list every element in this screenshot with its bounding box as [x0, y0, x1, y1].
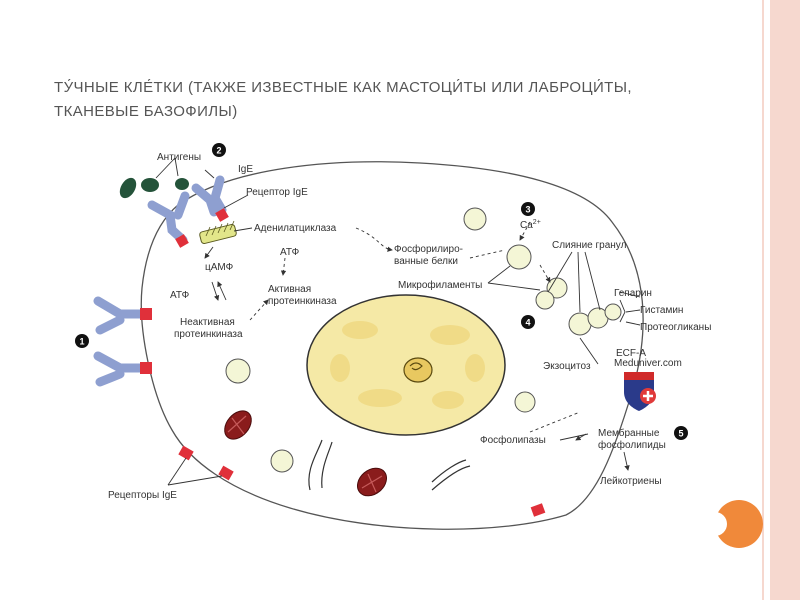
- step-5: 5: [678, 429, 683, 439]
- step-1: 1: [79, 337, 84, 347]
- label-ige-receptors: Рецепторы IgE: [108, 490, 177, 501]
- leader-lines: [155, 157, 641, 486]
- title-line-2: ТКАНЕВЫЕ БАЗОФИЛЫ): [54, 103, 238, 120]
- granules: [225, 207, 622, 473]
- label-proteoglycans: Протеогликаны: [640, 322, 711, 333]
- golgi: [308, 439, 471, 491]
- label-inactive-kinase-2: протеинкиназа: [174, 329, 243, 340]
- label-camp: цАМФ: [205, 262, 234, 273]
- label-active-kinase-1: Активная: [268, 284, 311, 295]
- step-3: 3: [525, 205, 530, 215]
- membrane-receptors-bottom: [178, 445, 546, 517]
- label-atp-right: АТФ: [280, 247, 300, 258]
- label-adenylate-cyclase: Аденилатциклаза: [254, 223, 337, 234]
- label-leukotrienes: Лейкотриены: [600, 476, 662, 487]
- decorative-stripe: [770, 0, 800, 600]
- label-membrane-2: фосфолипиды: [598, 439, 666, 451]
- label-active-kinase-2: протеинкиназа: [268, 296, 337, 307]
- label-ecfa: ECF-A: [616, 348, 646, 359]
- label-phosphorylated-2: ванные белки: [394, 255, 458, 267]
- label-microfilaments: Микрофиламенты: [398, 279, 482, 291]
- label-ige-receptor: Рецептор IgE: [246, 187, 308, 198]
- step-2: 2: [216, 146, 221, 156]
- step-markers: 1 2 3 4 5: [75, 143, 688, 440]
- mitochondria: [224, 410, 387, 497]
- antigens: [119, 177, 189, 199]
- title-line-1: ТУ́ЧНЫЕ КЛЕ́ТКИ (ТАКЖЕ ИЗВЕСТНЫЕ КАК МАС…: [54, 79, 632, 96]
- label-phospholipases: Фосфолипазы: [480, 434, 546, 446]
- label-inactive-kinase-1: Неактивная: [180, 317, 235, 328]
- nucleolus: [403, 357, 433, 383]
- label-calcium: Ca2+: [520, 219, 541, 231]
- label-antigens: Антигены: [157, 152, 201, 163]
- label-phosphorylated-1: Фосфорилиро-: [394, 243, 463, 255]
- step-4: 4: [525, 318, 530, 328]
- label-granule-fusion: Слияние гранул: [552, 240, 627, 251]
- label-ige: IgE: [238, 164, 253, 175]
- chromatin: [330, 321, 485, 409]
- slide-title: ТУ́ЧНЫЕ КЛЕ́ТКИ (ТАКЖЕ ИЗВЕСТНЫЕ КАК МАС…: [54, 76, 694, 124]
- adenylate-cyclase: [199, 220, 237, 245]
- ige-receptors-left: [93, 296, 152, 387]
- label-heparin: Гепарин: [614, 288, 652, 299]
- label-watermark: Meduniver.com: [614, 358, 682, 369]
- label-membrane-1: Мембранные: [598, 427, 660, 439]
- label-exocytosis: Экзоцитоз: [543, 361, 591, 372]
- ige-receptors-top: [147, 175, 229, 248]
- decorative-line: [762, 0, 764, 600]
- decorative-orange-circle: [709, 500, 763, 548]
- meduniver-shield-icon: [624, 372, 656, 411]
- label-atp-left: АТФ: [170, 290, 190, 301]
- label-histamine: Гистамин: [640, 305, 683, 316]
